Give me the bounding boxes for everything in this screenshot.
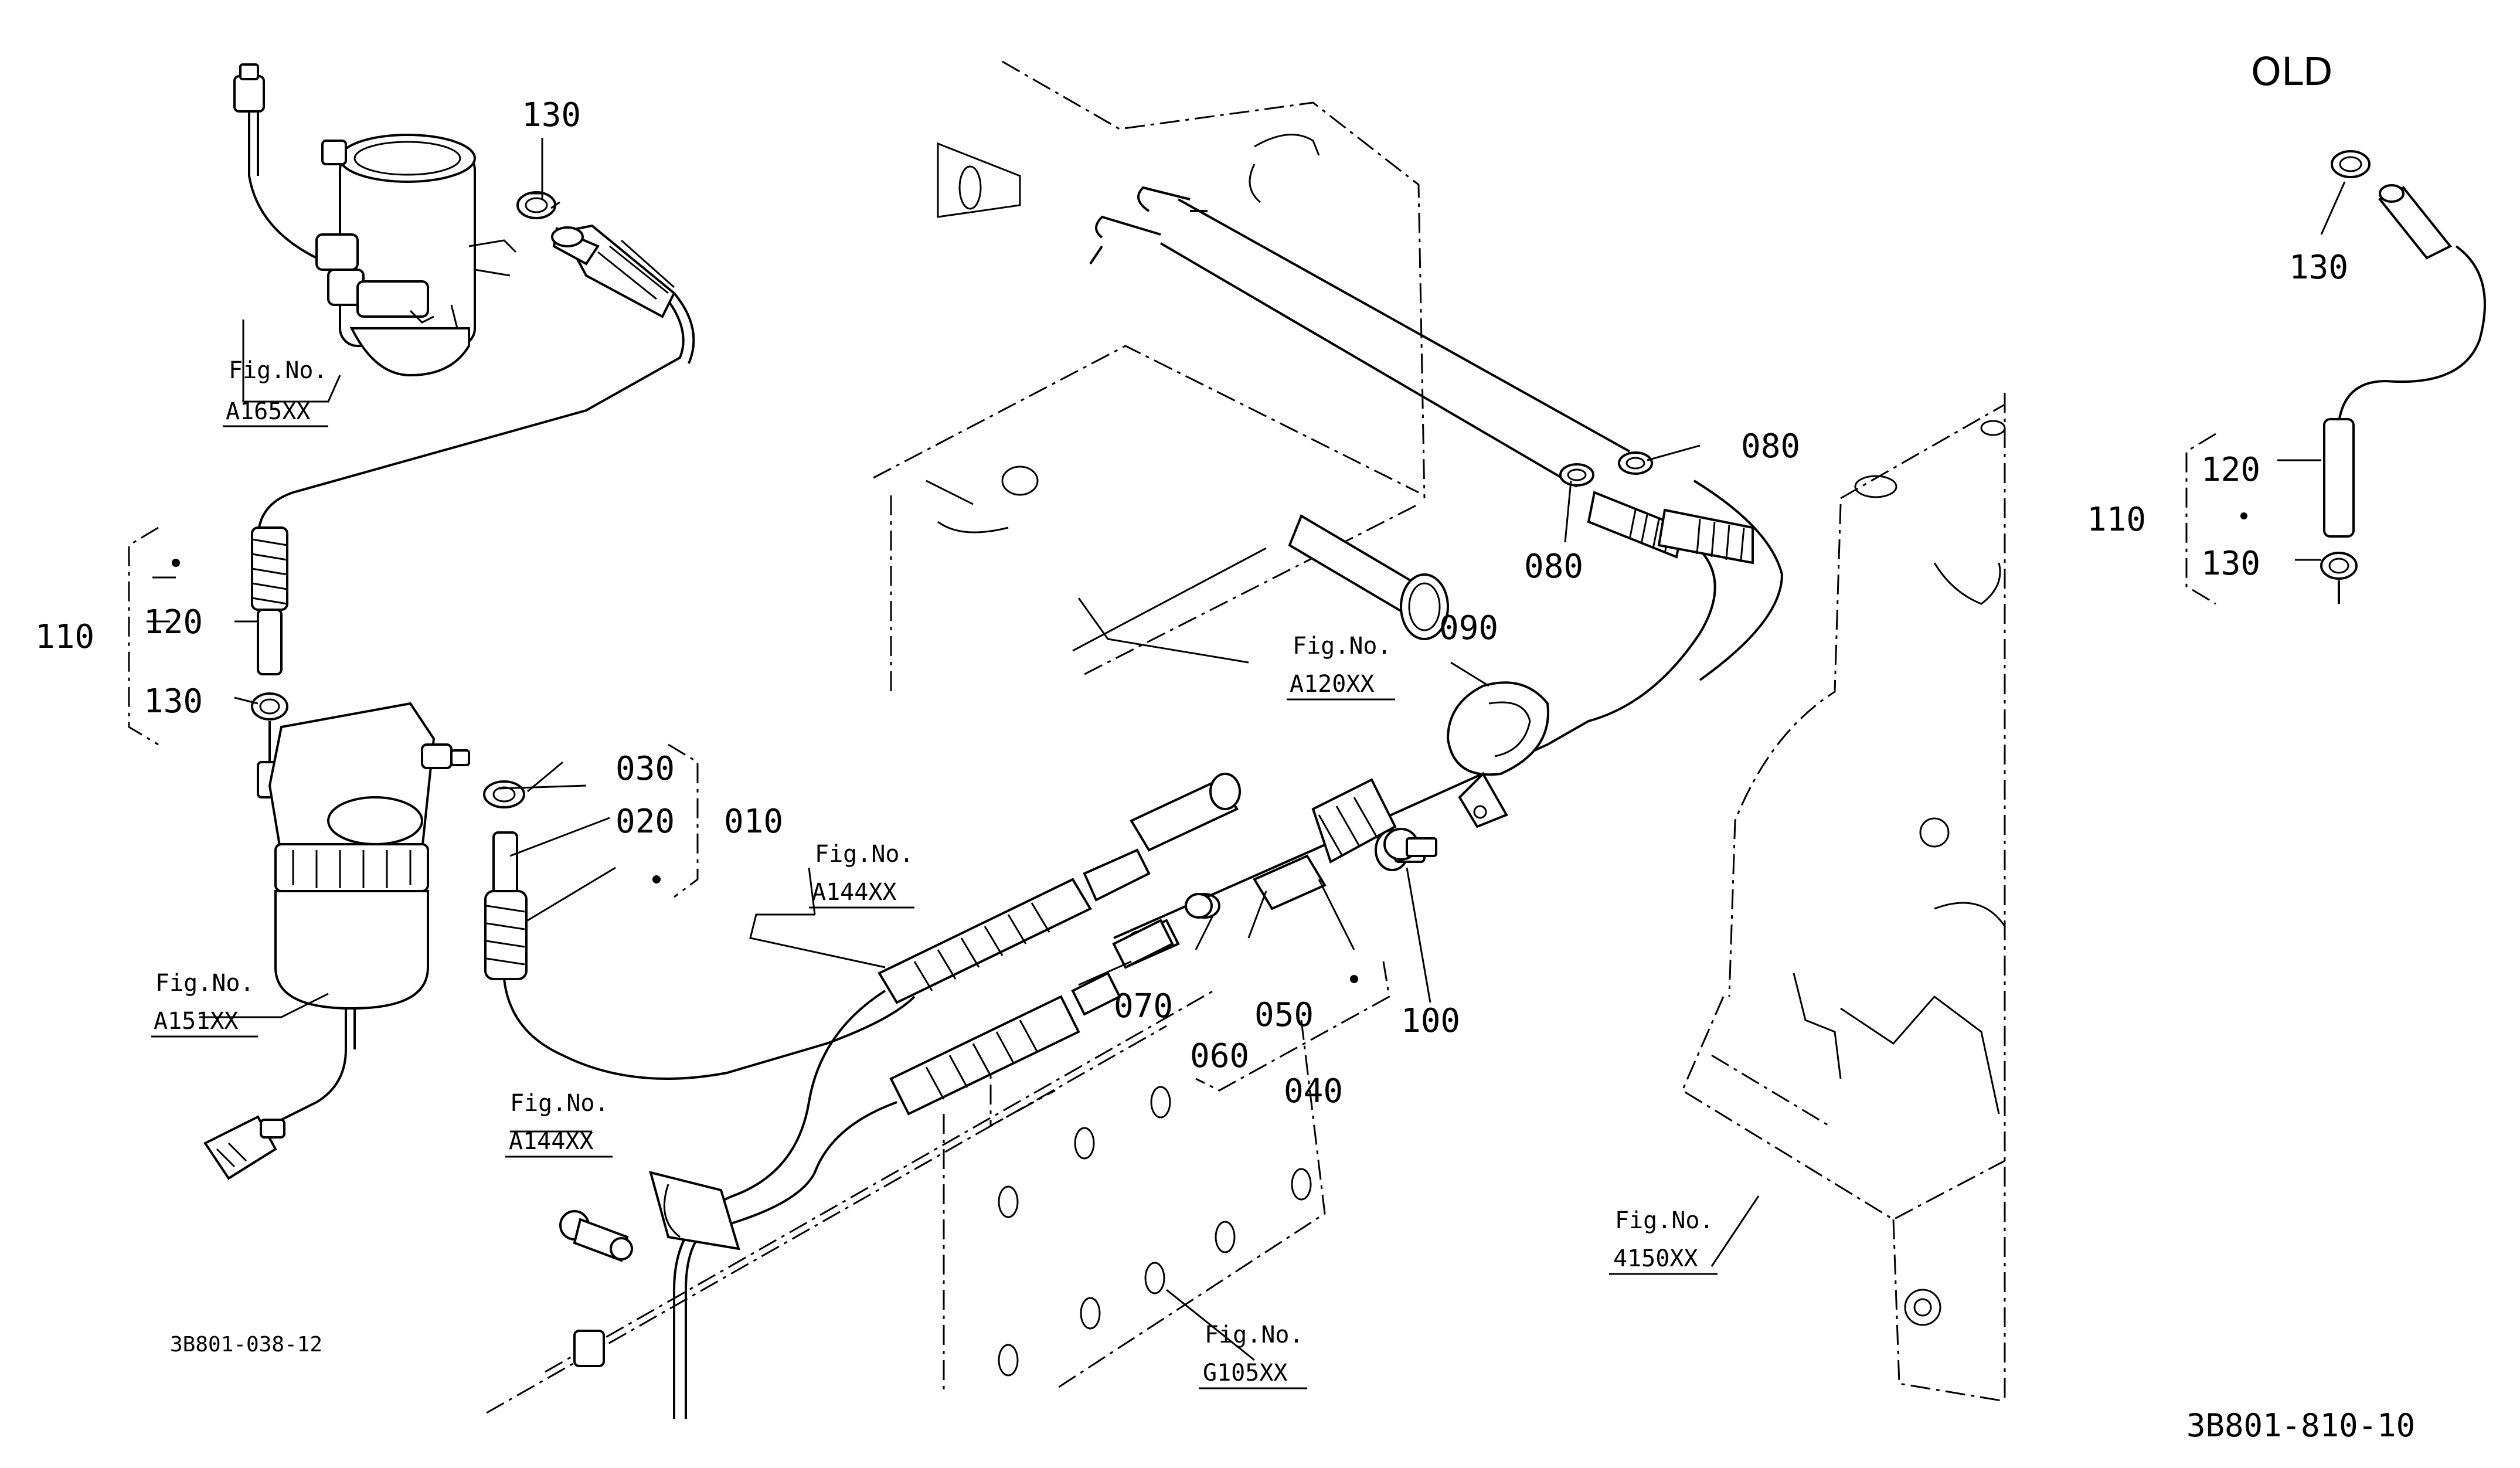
fig-label: Fig.No. [155,970,254,997]
group-brackets [128,433,2216,1092]
callout-060: 060 [1190,1037,1249,1075]
fig-number: A120XX [1290,671,1375,698]
fig-label: Fig.No. [815,841,914,868]
fuel-tank-outline [873,60,1426,692]
drawing-code-right: 3B801-810-10 [2186,1407,2415,1444]
fig-ref-a144-lower: Fig.No. A144XX [505,1090,613,1158]
drawing-code-left: 3B801-038-12 [170,1333,322,1357]
callout-070: 070 [1114,987,1173,1025]
callout-090: 090 [1439,609,1498,647]
callout-020: 020 [615,803,675,841]
fig-label: Fig.No. [510,1090,609,1117]
fig-number: G105XX [1203,1360,1288,1387]
fig-label: Fig.No. [229,357,328,384]
callout-050: 050 [1254,996,1314,1034]
fig-label: Fig.No. [1205,1321,1304,1348]
fuel-pump [233,63,517,377]
hose-assembly-010 [483,780,916,1080]
hose-clamp-130-top [516,191,560,219]
callout-080-b: 080 [1741,427,1800,465]
fig-ref-a165: Fig.No. A165XX [223,357,328,427]
fig-ref-a144-upper: Fig.No. A144XX [809,841,914,909]
leader-lines [147,138,2346,1361]
fig-label: Fig.No. [1293,633,1392,660]
callout-120-left: 120 [144,603,203,641]
bolt-100 [1383,828,1437,861]
fig-number: A151XX [154,1008,239,1035]
hose-connector-upper [878,773,1241,1004]
callout-130-left: 130 [144,682,203,721]
callout-130-old: 130 [2289,249,2348,287]
callout-080-a: 080 [1524,548,1583,586]
callout-120-old: 120 [2201,451,2260,489]
engine-block-outline [1681,393,2006,1402]
frame-rail-outline [486,990,1326,1414]
old-version-hose [2320,150,2486,604]
old-title: OLD [2251,49,2333,94]
callout-040: 040 [1284,1072,1343,1110]
fig-number: 4150XX [1613,1245,1698,1272]
fig-ref-g105: Fig.No. G105XX [1199,1321,1307,1389]
callout-030: 030 [615,750,675,788]
callout-110-left: 110 [35,618,94,656]
return-hose-080 [1559,451,1754,565]
fuel-hose-pump-to-filter [257,224,695,540]
tank-return-pipes [1089,186,1630,488]
fig-number: A144XX [509,1128,594,1155]
callout-130-top: 130 [522,96,581,134]
fuel-lines-main [673,480,1784,1419]
tank-filler-neck [1288,514,1449,640]
callout-010: 010 [724,803,783,841]
callout-110-old: 110 [2087,501,2146,539]
fig-number: A165XX [226,398,311,425]
fig-label: Fig.No. [1615,1207,1714,1234]
callout-100: 100 [1401,1002,1460,1040]
fig-ref-a151: Fig.No. A151XX [151,970,258,1038]
hose-clamp-090 [1446,681,1549,828]
fig-number: A144XX [812,879,897,906]
callout-130-old-2: 130 [2201,545,2260,583]
fuel-filter-assembly [203,526,470,1180]
reference-dots [172,512,2247,983]
fig-ref-4150: Fig.No. 4150XX [1609,1207,1718,1275]
fig-ref-a120: Fig.No. A120XX [1287,633,1395,701]
pipe-clamp-bracket [559,1171,740,1367]
